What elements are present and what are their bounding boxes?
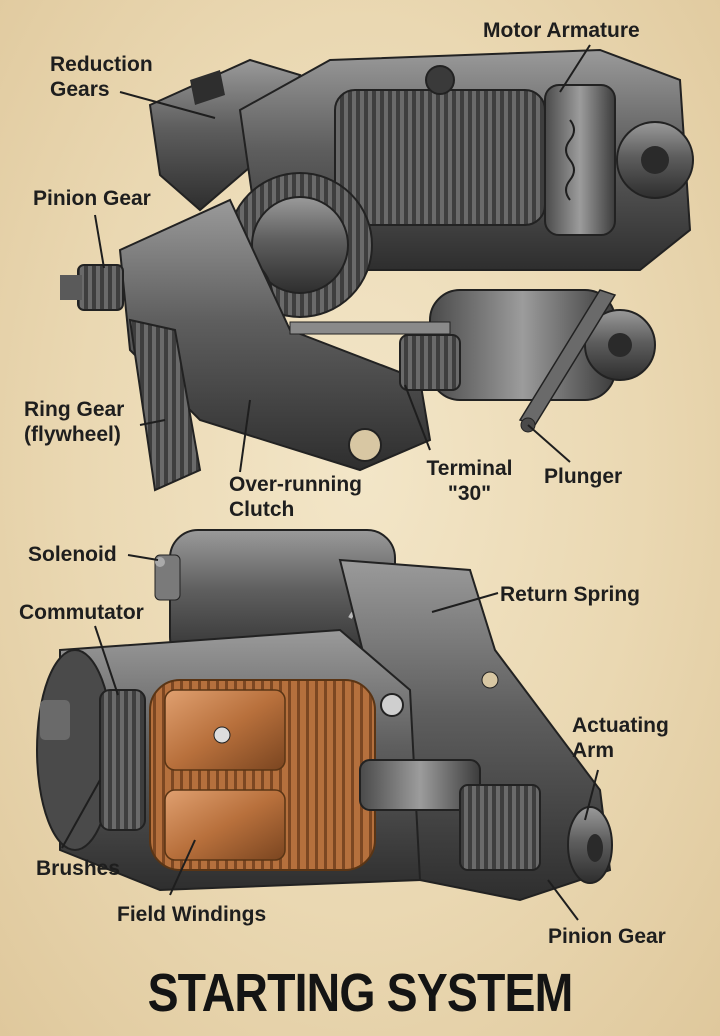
label-field-windings: Field Windings xyxy=(117,903,267,926)
label-ring-gear: Ring Gear (flywheel) xyxy=(24,398,125,446)
label-pinion-gear-bottom: Pinion Gear xyxy=(548,925,666,948)
top-starter-assembly xyxy=(60,48,694,492)
leader-lines xyxy=(61,44,599,921)
label-brushes: Brushes xyxy=(36,857,121,880)
label-actuating-arm: Actuating Arm xyxy=(572,714,669,762)
label-reduction-gears: Reduction Gears xyxy=(50,53,153,101)
label-commutator: Commutator xyxy=(19,601,144,624)
label-over-running-clutch: Over-running Clutch xyxy=(229,473,363,521)
label-return-spring: Return Spring xyxy=(500,583,640,606)
label-plunger: Plunger xyxy=(544,465,623,488)
label-terminal-30: Terminal "30" xyxy=(426,457,513,505)
label-solenoid: Solenoid xyxy=(28,543,117,566)
bottom-starter-assembly xyxy=(36,529,613,902)
label-motor-armature: Motor Armature xyxy=(483,19,640,42)
page-title: STARTING SYSTEM xyxy=(147,963,574,1023)
label-pinion-gear-top: Pinion Gear xyxy=(33,187,151,210)
